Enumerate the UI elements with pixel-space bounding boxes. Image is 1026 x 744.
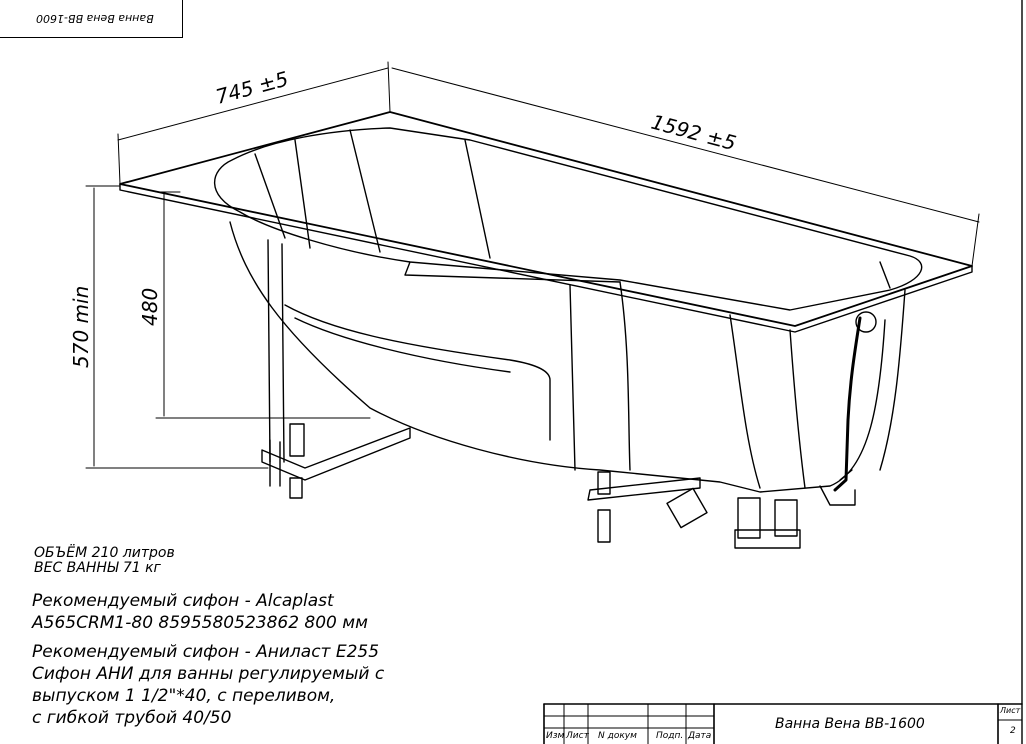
notes-siphon-aniplast: Рекомендуемый сифон - Аниласт Е255 Сифон… bbox=[32, 641, 384, 729]
leg-foot-left-lower bbox=[289, 477, 303, 499]
dim-label-length: 1592 ±5 bbox=[649, 110, 739, 156]
titleblock-title: Ванна Вена ВВ-1600 bbox=[775, 716, 925, 732]
shell-seam bbox=[569, 284, 576, 471]
dim-label-depth: 480 bbox=[138, 288, 162, 326]
shell-panel-line bbox=[284, 304, 551, 441]
note-siphon-line: выпуском 1 1/2"*40, с переливом, bbox=[32, 686, 336, 706]
shell-panel-line bbox=[294, 317, 511, 373]
frame-crossbar-right bbox=[587, 477, 701, 501]
notes-volume-weight: ОБЪЁМ 210 литров ВЕС ВАННЫ 71 кг bbox=[34, 546, 175, 576]
titleblock-header-date: Дата bbox=[688, 731, 712, 741]
note-siphon-line: Рекомендуемый сифон - Alcaplast bbox=[32, 591, 334, 611]
bowl-opening bbox=[213, 127, 923, 311]
note-siphon-line: Рекомендуемый сифон - Аниласт Е255 bbox=[32, 642, 380, 662]
dim-extension-line bbox=[117, 133, 121, 185]
dim-line-length bbox=[391, 67, 980, 223]
titleblock-sheet-label: Лист bbox=[1000, 706, 1021, 715]
inner-wall-line bbox=[349, 129, 381, 253]
titleblock-sheet-number: 2 bbox=[1010, 726, 1016, 736]
note-siphon-line: A565CRM1-80 8595580523862 800 мм bbox=[32, 613, 368, 633]
titleblock-header-doc: N докум bbox=[598, 731, 637, 741]
dim-extension-line bbox=[971, 213, 980, 267]
note-volume: ОБЪЁМ 210 литров bbox=[34, 545, 175, 561]
overflow-fitting bbox=[855, 311, 877, 333]
shell-seam bbox=[729, 314, 761, 489]
note-weight: ВЕС ВАННЫ 71 кг bbox=[34, 560, 161, 576]
inner-step-line bbox=[404, 261, 621, 283]
inner-wall-line bbox=[879, 261, 891, 289]
note-siphon-line: Сифон АНИ для ванны регулируемый с bbox=[32, 664, 385, 684]
leg-foot-right bbox=[597, 471, 611, 495]
shell-seam bbox=[619, 281, 631, 471]
siphon-outlet bbox=[666, 487, 708, 529]
inner-wall-line bbox=[294, 139, 311, 249]
titleblock-header-izm: Изм bbox=[546, 731, 565, 741]
notes-siphon-alcaplast: Рекомендуемый сифон - Alcaplast A565CRM1… bbox=[32, 590, 368, 634]
frame-crossbar-left bbox=[261, 427, 411, 481]
titleblock-header-list: Лист bbox=[566, 731, 589, 741]
siphon-drain bbox=[774, 499, 798, 537]
dim-extension-line bbox=[387, 61, 391, 113]
inner-wall-line bbox=[464, 139, 491, 259]
titleblock-header-sign: Подп. bbox=[656, 731, 684, 741]
leg-foot-left bbox=[289, 423, 305, 457]
siphon-body bbox=[734, 529, 801, 549]
inner-wall-line bbox=[254, 153, 286, 239]
rim-edge bbox=[119, 183, 973, 333]
note-siphon-line: с гибкой трубой 40/50 bbox=[32, 708, 232, 728]
shell-outline bbox=[229, 221, 886, 493]
mirrored-header-box: Ванна Вена ВВ-1600 bbox=[0, 0, 183, 38]
dim-line-width bbox=[117, 67, 389, 141]
dim-label-height: 570 min bbox=[69, 286, 93, 368]
frame-leg-left bbox=[267, 239, 285, 463]
dim-label-width: 745 ±5 bbox=[213, 66, 291, 108]
shell-seam bbox=[879, 289, 906, 471]
rim-top-outline bbox=[119, 111, 973, 327]
leg-bolt-left bbox=[269, 439, 281, 487]
leg-foot-right-lower bbox=[597, 509, 611, 543]
siphon-trap bbox=[737, 497, 761, 539]
overflow-flex-pipe bbox=[833, 316, 862, 492]
shell-seam bbox=[789, 329, 806, 489]
